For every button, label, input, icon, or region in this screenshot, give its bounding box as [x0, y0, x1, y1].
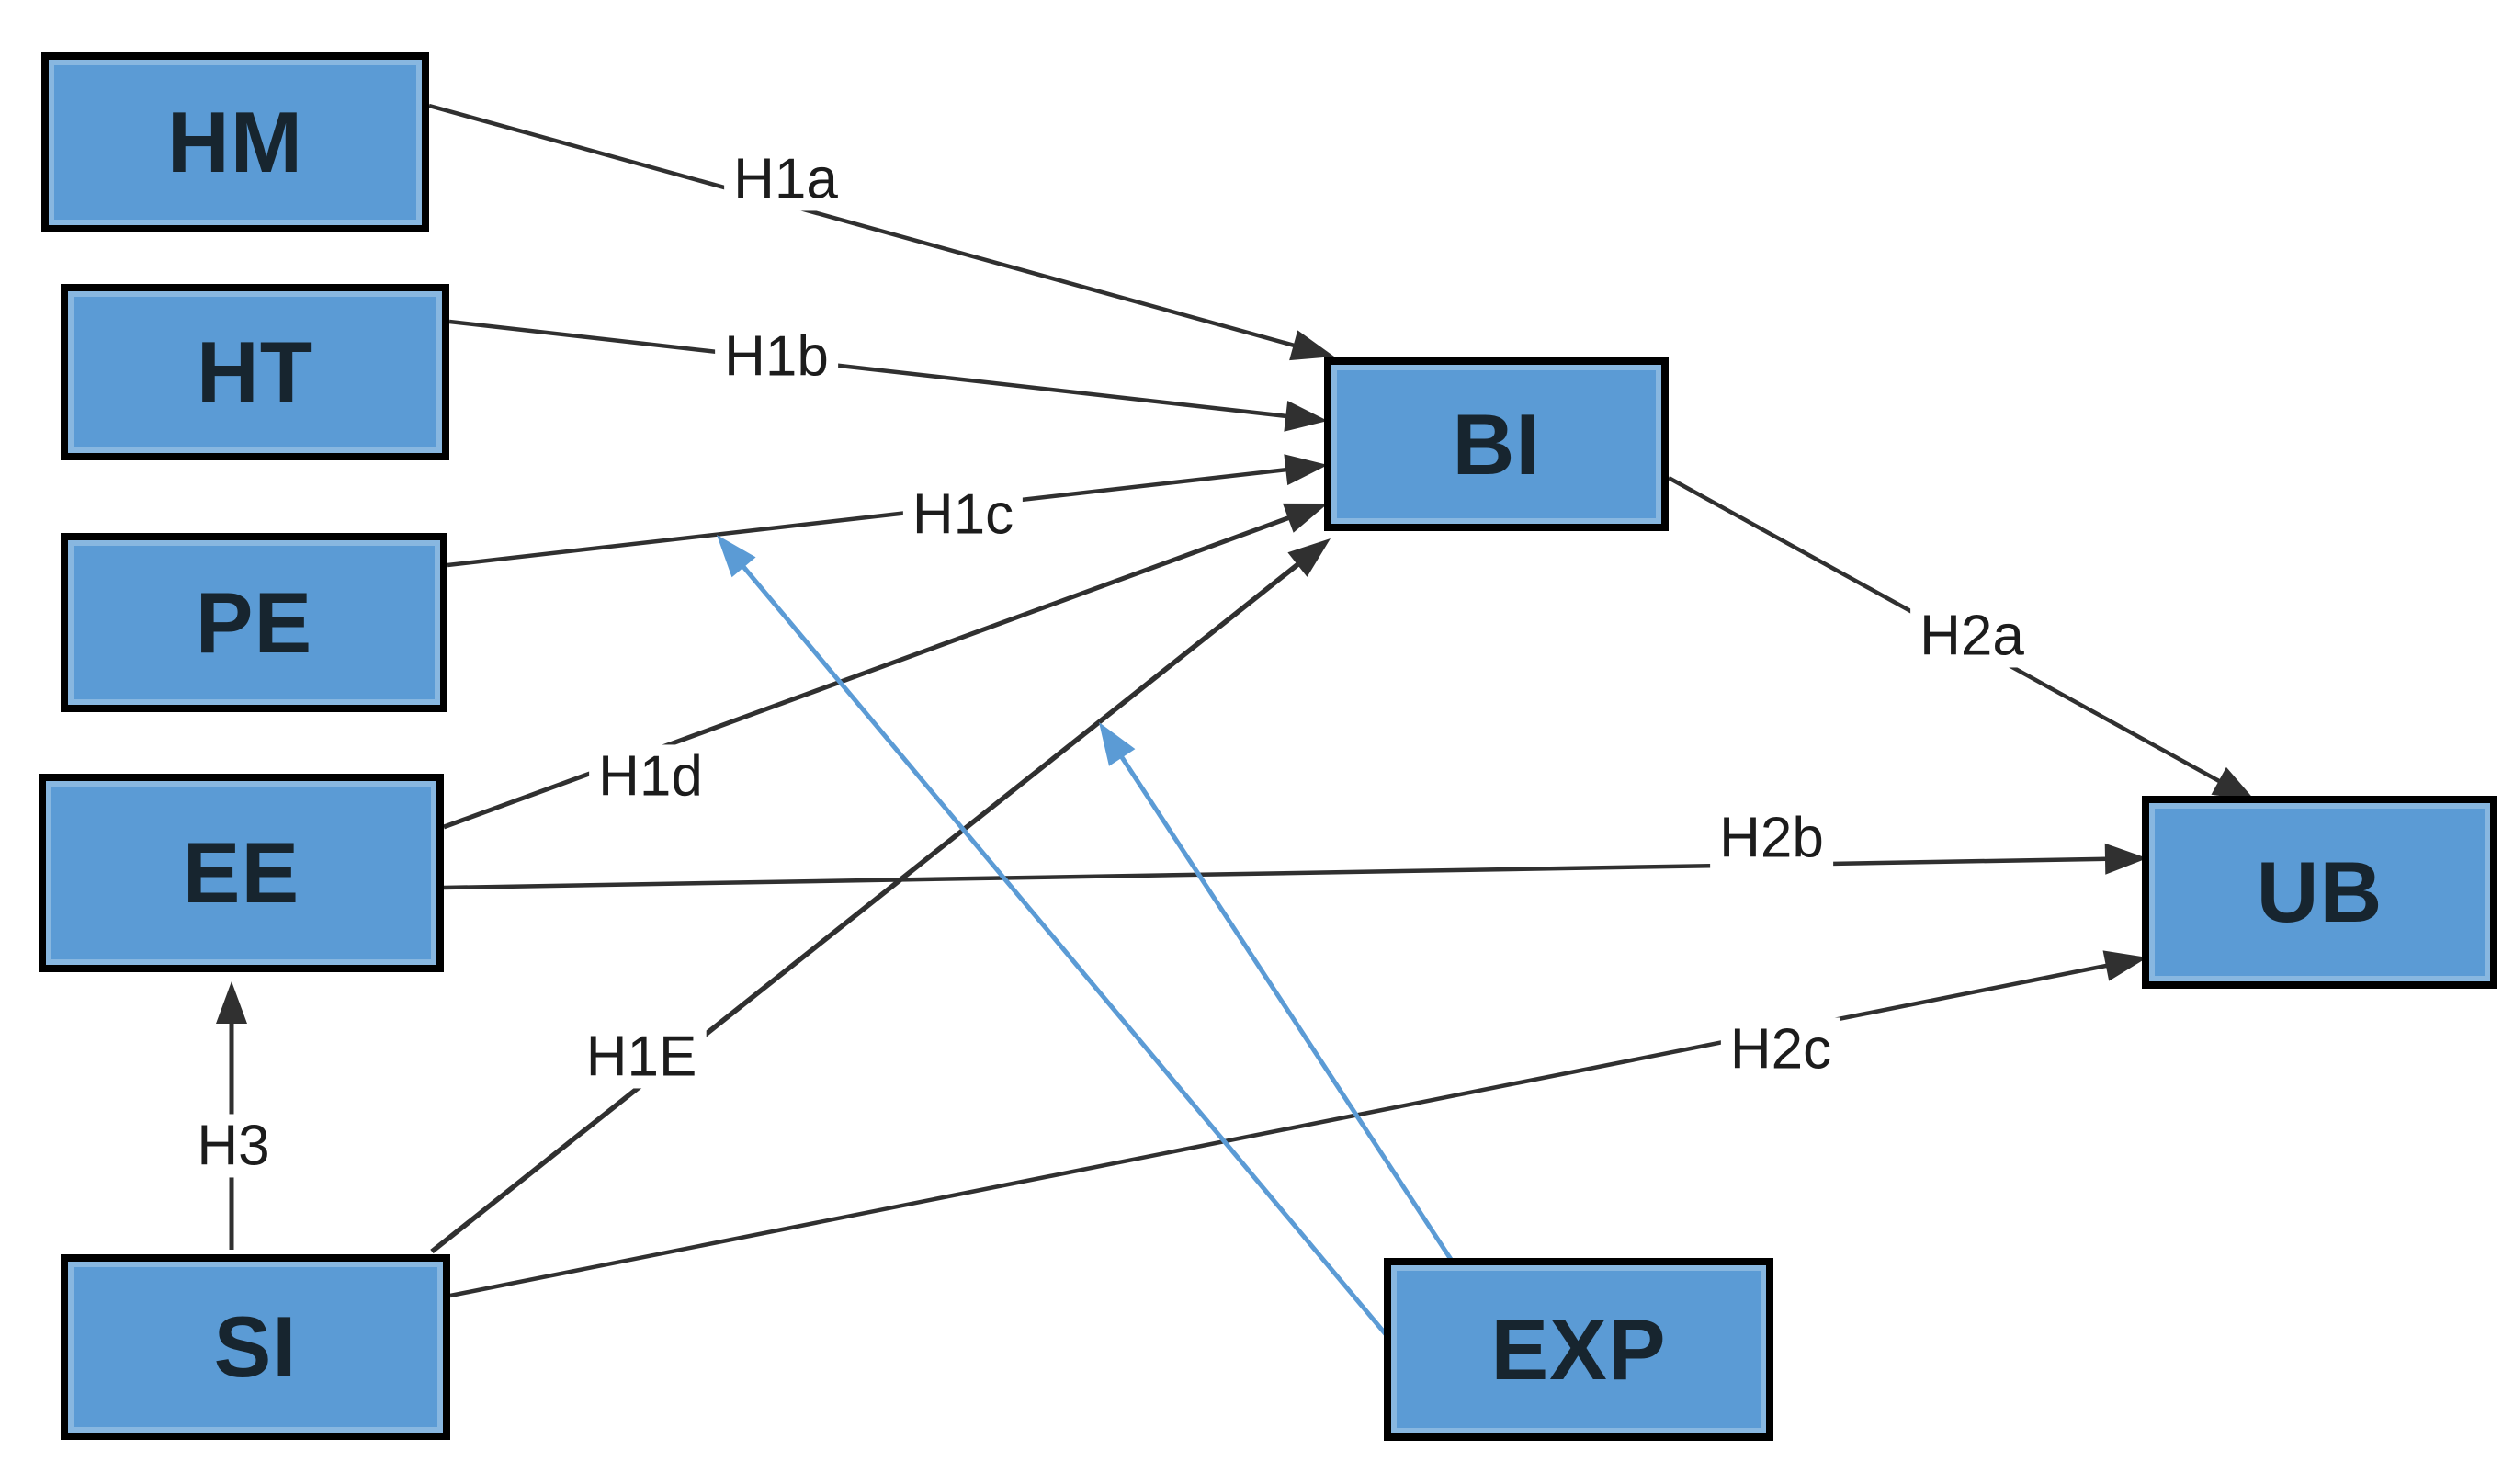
arrow-exp-moderator-1	[717, 535, 1387, 1336]
edge-label-h2c: H2c	[1720, 1017, 1841, 1082]
edge-label-h1b: H1b	[715, 324, 838, 389]
node-ee: EE	[39, 774, 444, 972]
edge-label-h3: H3	[187, 1114, 279, 1178]
edge-label-h2b: H2b	[1710, 806, 1833, 870]
arrow-h2b	[443, 843, 2147, 890]
edge-label-h1c: H1c	[902, 482, 1024, 547]
edge-label-h2a: H2a	[1910, 604, 2033, 668]
node-pe: PE	[61, 533, 447, 712]
arrow-h1a	[428, 103, 1334, 361]
node-hm: HM	[41, 52, 429, 232]
arrow-h1c	[447, 454, 1328, 568]
edge-label-h1a: H1a	[724, 147, 847, 211]
node-bi: BI	[1324, 357, 1669, 531]
node-ub: UB	[2142, 796, 2497, 989]
node-si: SI	[61, 1254, 450, 1440]
node-exp: EXP	[1384, 1258, 1773, 1441]
edge-label-h1d: H1d	[589, 744, 712, 809]
arrow-h1b	[448, 319, 1328, 432]
arrow-h1d	[443, 503, 1328, 830]
node-ht: HT	[61, 284, 449, 460]
arrow-h2c	[449, 950, 2147, 1298]
edge-label-h1e: H1E	[576, 1025, 707, 1089]
arrow-exp-moderator-2	[1099, 722, 1455, 1263]
arrow-h1e	[430, 538, 1331, 1254]
